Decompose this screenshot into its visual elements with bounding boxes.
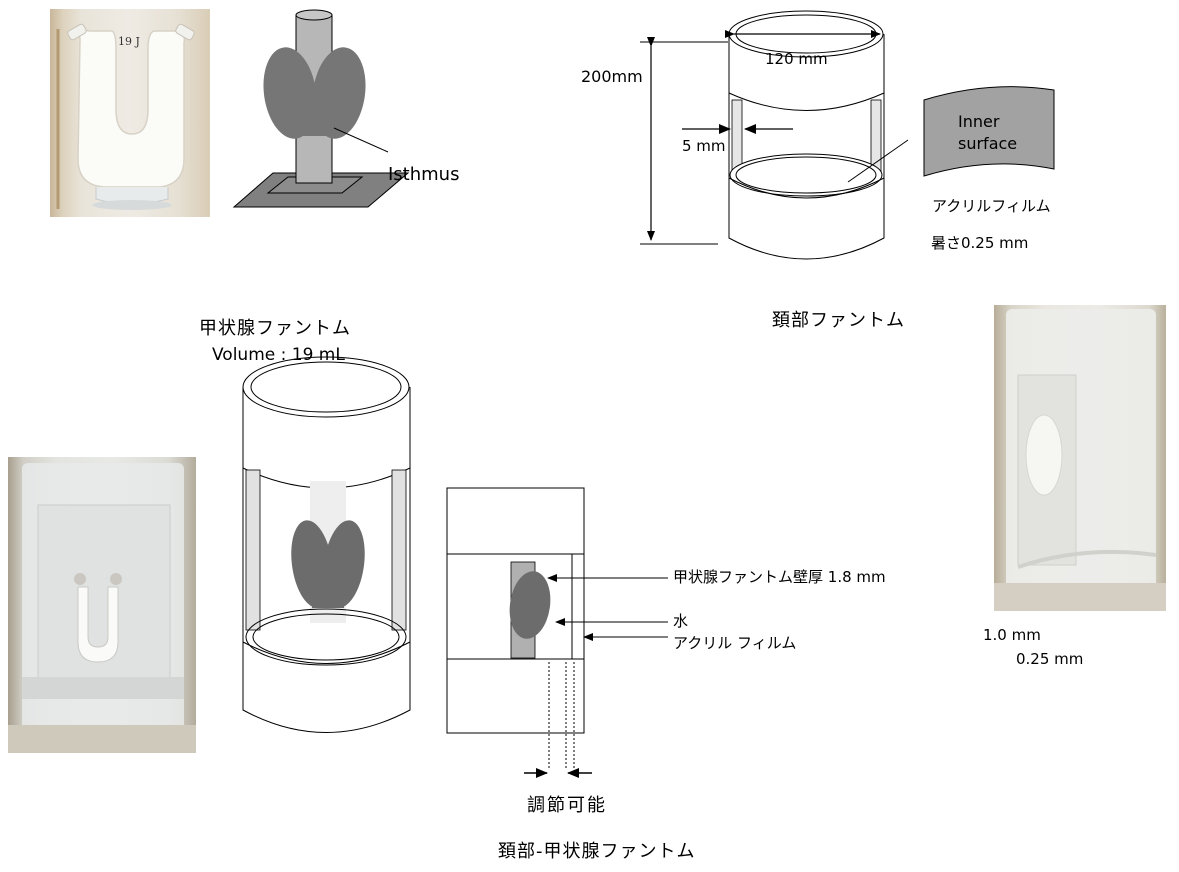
- thyroid-phantom-volume: Volume : 19 mL: [212, 345, 345, 365]
- water-label: 水: [673, 612, 689, 630]
- isthmus-label: Isthmus: [388, 164, 460, 185]
- neck-thyroid-phantom-title: 頚部-甲状腺ファントム: [498, 841, 696, 862]
- cross-section-diagram: [446, 487, 668, 778]
- thyroid-phantom-photo: 19 J: [50, 9, 210, 217]
- acrylic-film-label: アクリルフィルム: [932, 197, 1051, 215]
- height-dimension: 200mm: [581, 67, 643, 86]
- neck-thyroid-photo: [8, 457, 196, 753]
- diameter-dimension: 120 mm: [765, 50, 828, 68]
- neck-phantom-diagram: [640, 10, 1055, 260]
- photo-vessel-label: 19 J: [118, 35, 140, 48]
- adjustable-label: 調節可能: [527, 795, 607, 816]
- wall-thickness-label: 甲状腺ファントム壁厚 1.8 mm: [673, 568, 886, 586]
- thyroid-phantom-title: 甲状腺ファントム: [199, 318, 351, 339]
- neck-thyroid-cylinder-diagram: [242, 356, 411, 733]
- film-thickness-label: 暑さ0.25 mm: [931, 234, 1029, 252]
- acrylic-film-label-2: アクリル フィルム: [673, 634, 797, 652]
- thyroid-phantom-diagram: [232, 9, 410, 208]
- neck-phantom-photo: [994, 305, 1166, 611]
- inner-surface-label-1: Inner: [958, 112, 1000, 131]
- inner-surface-label-2: surface: [958, 134, 1018, 153]
- neck-phantom-title: 頚部ファントム: [772, 310, 905, 331]
- thickness-value-2: 0.25 mm: [1016, 650, 1084, 668]
- gap-dimension: 5 mm: [682, 137, 726, 155]
- thickness-value-1: 1.0 mm: [983, 626, 1041, 644]
